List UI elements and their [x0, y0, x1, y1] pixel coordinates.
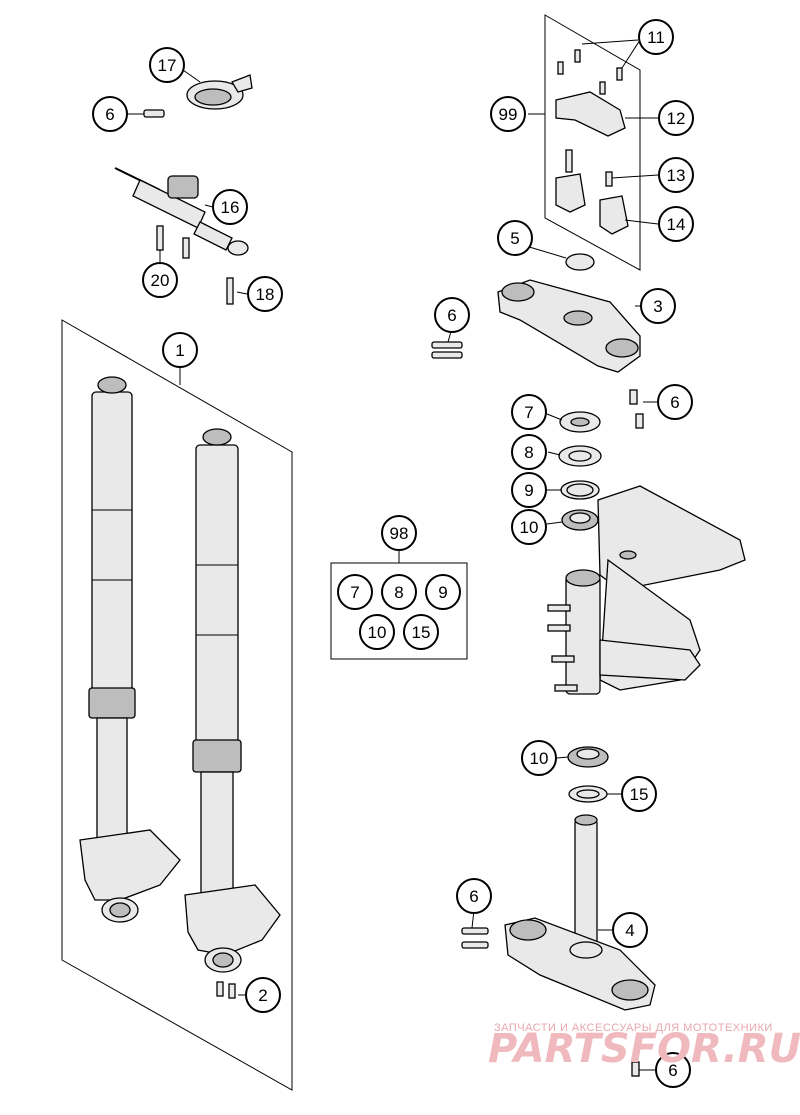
svg-text:12: 12: [667, 109, 686, 128]
svg-text:6: 6: [105, 105, 114, 124]
steering-nut: [525, 245, 595, 271]
svg-text:1: 1: [175, 341, 184, 360]
svg-text:5: 5: [510, 229, 519, 248]
callout-11: 11: [638, 19, 674, 55]
callout-20: 20: [142, 262, 178, 298]
callout-6-clamp: 6: [92, 96, 128, 132]
svg-text:99: 99: [499, 105, 518, 124]
svg-text:18: 18: [256, 285, 275, 304]
bearing-stack-upper: [546, 411, 602, 531]
fork-assembly-frame: [61, 319, 293, 1091]
steering-damper: [114, 167, 249, 256]
svg-text:7: 7: [350, 583, 359, 602]
callout-98: 98: [381, 515, 417, 551]
svg-text:6: 6: [447, 306, 456, 325]
svg-text:15: 15: [412, 623, 431, 642]
svg-text:10: 10: [368, 623, 387, 642]
bearing-stack-lower: [556, 746, 622, 803]
callout-14: 14: [658, 206, 694, 242]
callout-1: 1: [162, 332, 198, 368]
callout-13: 13: [658, 157, 694, 193]
svg-text:20: 20: [151, 271, 170, 290]
callout-9: 9: [511, 472, 547, 508]
callout-6-upper-right: 6: [657, 384, 693, 420]
callout-18: 18: [247, 276, 283, 312]
fork-leg-left: [79, 376, 181, 923]
lower-triple-clamp: [504, 814, 656, 1011]
triple-clamp-screws-lower: [461, 909, 655, 1077]
svg-text:14: 14: [667, 215, 686, 234]
callout-3: 3: [640, 288, 676, 324]
callout-10-upper: 10: [511, 509, 547, 545]
damper-clamp: [182, 69, 253, 110]
callout-99: 99: [490, 96, 526, 132]
callout-2: 2: [245, 977, 281, 1013]
svg-text:6: 6: [670, 393, 679, 412]
svg-text:13: 13: [667, 166, 686, 185]
svg-text:9: 9: [438, 583, 447, 602]
svg-text:11: 11: [647, 28, 665, 47]
svg-text:15: 15: [630, 785, 649, 804]
svg-text:98: 98: [390, 524, 409, 543]
svg-text:6: 6: [668, 1061, 677, 1080]
watermark: ЗАПЧАСТИ И АКСЕССУАРЫ ДЛЯ МОТОТЕХНИКИ PA…: [488, 1022, 800, 1072]
kit-98-box: [330, 549, 468, 660]
callout-6-lower-right: 6: [655, 1052, 691, 1088]
clamp-screw: [126, 109, 165, 118]
handlebar-clamp-parts: [555, 39, 659, 235]
watermark-tagline: ЗАПЧАСТИ И АКСЕССУАРЫ ДЛЯ МОТОТЕХНИКИ: [494, 1022, 773, 1034]
kit-98-item-8: 8: [381, 574, 417, 610]
svg-text:4: 4: [625, 921, 634, 940]
fork-leg-right: [184, 428, 281, 973]
svg-text:8: 8: [394, 583, 403, 602]
svg-text:7: 7: [524, 403, 533, 422]
kit-98-item-7: 7: [337, 574, 373, 610]
svg-text:2: 2: [258, 986, 267, 1005]
callout-7: 7: [511, 394, 547, 430]
kit-98-item-15: 15: [403, 614, 439, 650]
svg-text:3: 3: [653, 297, 662, 316]
upper-triple-clamp: [497, 279, 664, 373]
callout-17: 17: [149, 47, 185, 83]
svg-text:6: 6: [469, 887, 478, 906]
callout-4: 4: [612, 912, 648, 948]
handlebar-clamp-frame: [528, 14, 641, 271]
callout-16: 16: [212, 189, 248, 225]
triple-clamp-screws-upper: [431, 327, 660, 429]
damper-screws: [156, 225, 248, 305]
svg-text:16: 16: [221, 198, 240, 217]
watermark-brand: PARTSFOR.RU: [488, 1026, 800, 1072]
frame-head: [547, 485, 746, 695]
svg-text:10: 10: [520, 518, 539, 537]
axle-clamp-screws: [216, 981, 246, 999]
callout-6-lower-left: 6: [456, 878, 492, 914]
svg-text:10: 10: [530, 749, 549, 768]
svg-text:17: 17: [158, 56, 177, 75]
callout-15: 15: [621, 776, 657, 812]
callout-5: 5: [497, 220, 533, 256]
callout-10-lower: 10: [521, 740, 557, 776]
kit-98-item-10: 10: [359, 614, 395, 650]
kit-98-item-9: 9: [425, 574, 461, 610]
callout-12: 12: [658, 100, 694, 136]
svg-text:8: 8: [524, 443, 533, 462]
callout-8: 8: [511, 434, 547, 470]
svg-text:9: 9: [524, 481, 533, 500]
callout-6-upper-left: 6: [434, 297, 470, 333]
